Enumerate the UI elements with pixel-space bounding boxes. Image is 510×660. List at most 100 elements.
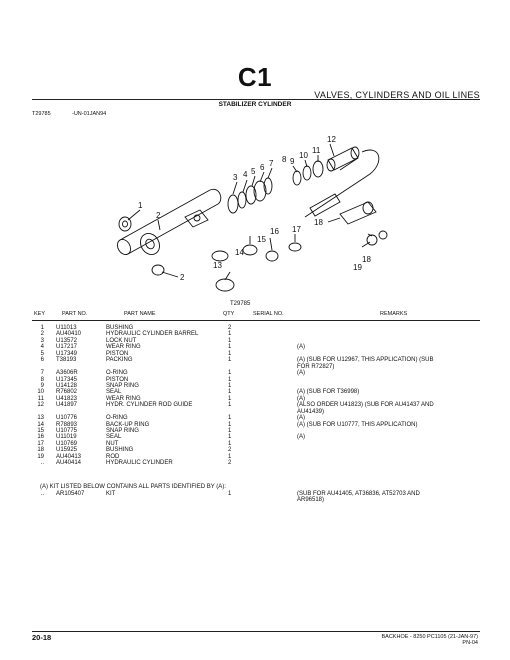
- row-part-name: WEAR RING: [106, 395, 141, 402]
- row-part-no: U13572: [56, 337, 78, 344]
- section-name: VALVES, CYLINDERS AND OIL LINES: [314, 90, 480, 100]
- section-code: C1: [237, 62, 273, 92]
- row-qty: 1: [228, 337, 232, 344]
- row-qty: 1: [228, 402, 232, 409]
- row-part-name: SNAP RING: [106, 428, 139, 434]
- row-part-no: U15925: [56, 447, 78, 454]
- row-remarks: (A) (SUB FOR T36998): [297, 389, 360, 396]
- kit-note: (A) KIT LISTED BELOW CONTAINS ALL PARTS …: [40, 484, 226, 490]
- col-serial-no: SERIAL NO.: [253, 311, 284, 317]
- row-key: 17: [37, 440, 44, 447]
- row-remarks: (ALSO ORDER U41823) (SUB FOR AU41437 AND: [297, 402, 434, 409]
- row-remarks: (A) (SUB FOR U10777, THIS APPLICATION): [297, 421, 418, 428]
- svg-text:1: 1: [138, 201, 143, 210]
- row-key: 19: [37, 453, 44, 460]
- col-part-no: PART NO.: [62, 311, 88, 317]
- footer-rule: [32, 631, 480, 632]
- row-key: ..: [40, 491, 44, 497]
- svg-text:6: 6: [260, 163, 265, 172]
- row-part-name: SNAP RING: [106, 382, 139, 389]
- svg-text:13: 13: [213, 261, 222, 270]
- row-qty: 2: [228, 447, 232, 454]
- row-qty: 1: [228, 428, 232, 434]
- row-remarks: (A): [297, 370, 305, 377]
- svg-text:5: 5: [251, 167, 256, 176]
- row-part-no: R78893: [56, 421, 78, 428]
- row-key: 2: [40, 331, 44, 338]
- row-part-no: U17349: [56, 350, 78, 357]
- table-row: FOR R72827): [32, 364, 480, 370]
- row-qty: 1: [228, 389, 232, 396]
- row-key: 5: [40, 350, 44, 357]
- row-part-name: LOCK NUT: [106, 337, 137, 344]
- row-qty: 1: [228, 395, 232, 402]
- row-remarks: FOR R72827): [297, 363, 335, 370]
- row-qty: 2: [228, 325, 232, 331]
- row-part-name: BUSHING: [106, 325, 134, 331]
- row-key: 16: [37, 434, 44, 441]
- figure-ref-date: -UN-01JAN94: [72, 111, 107, 117]
- row-qty: 2: [228, 460, 232, 467]
- svg-text:8: 8: [282, 155, 287, 164]
- row-part-name: PISTON: [106, 350, 129, 357]
- row-part-no: U11013: [56, 325, 77, 331]
- col-part-name: PART NAME: [124, 311, 156, 317]
- row-remarks: (A): [297, 395, 305, 402]
- row-part-name: HYDRAULIC CYLINDER: [106, 460, 173, 467]
- row-part-name: ROD: [106, 453, 120, 460]
- row-part-name: HYDR. CYLINDER ROD GUIDE: [106, 402, 193, 409]
- svg-text:11: 11: [312, 146, 321, 155]
- row-qty: 1: [228, 440, 232, 447]
- footer-info-text: BACKHOE - 8250 PC1105 (21-JAN-97): [381, 634, 479, 640]
- row-qty: 1: [228, 344, 232, 351]
- row-part-no: U41823: [56, 395, 78, 402]
- footer-info: BACKHOE - 8250 PC1105 (21-JAN-97) PN-04: [382, 634, 479, 646]
- row-qty: 1: [228, 331, 232, 338]
- row-part-name: KIT: [106, 491, 116, 497]
- page-number: 20-18: [32, 633, 52, 642]
- row-part-no: U14128: [56, 382, 78, 389]
- row-part-name: NUT: [106, 440, 119, 447]
- row-key: 15: [37, 428, 44, 434]
- row-key: ..: [40, 460, 44, 467]
- svg-text:14: 14: [235, 248, 244, 257]
- row-remarks: (A): [297, 434, 305, 441]
- figure-ref-code: T29785: [32, 111, 51, 117]
- table-row: 17 U10769 NUT 1: [32, 441, 480, 447]
- table-rule: [32, 320, 480, 321]
- row-key: 9: [40, 382, 44, 389]
- svg-text:7: 7: [269, 159, 274, 168]
- row-key: 12: [37, 402, 44, 409]
- svg-text:15: 15: [257, 235, 266, 244]
- row-key: 18: [37, 447, 44, 454]
- row-qty: 1: [228, 350, 232, 357]
- diagram-label: T29785: [230, 301, 251, 307]
- row-qty: 1: [228, 357, 232, 364]
- col-remarks: REMARKS: [380, 311, 408, 317]
- row-part-no: A3606R: [56, 370, 78, 377]
- row-part-name: O-RING: [106, 370, 128, 377]
- row-part-name: PACKING: [106, 357, 133, 364]
- row-part-no: R76802: [56, 389, 78, 396]
- svg-text:2: 2: [156, 211, 161, 220]
- svg-text:17: 17: [292, 225, 301, 234]
- row-part-name: BUSHING: [106, 447, 134, 454]
- row-part-no: U10769: [56, 440, 78, 447]
- row-part-no: U11019: [56, 434, 77, 441]
- table-row: 5 U17349 PISTON 1: [32, 351, 480, 357]
- row-qty: 1: [228, 453, 232, 460]
- row-remarks: AU41439): [297, 408, 325, 415]
